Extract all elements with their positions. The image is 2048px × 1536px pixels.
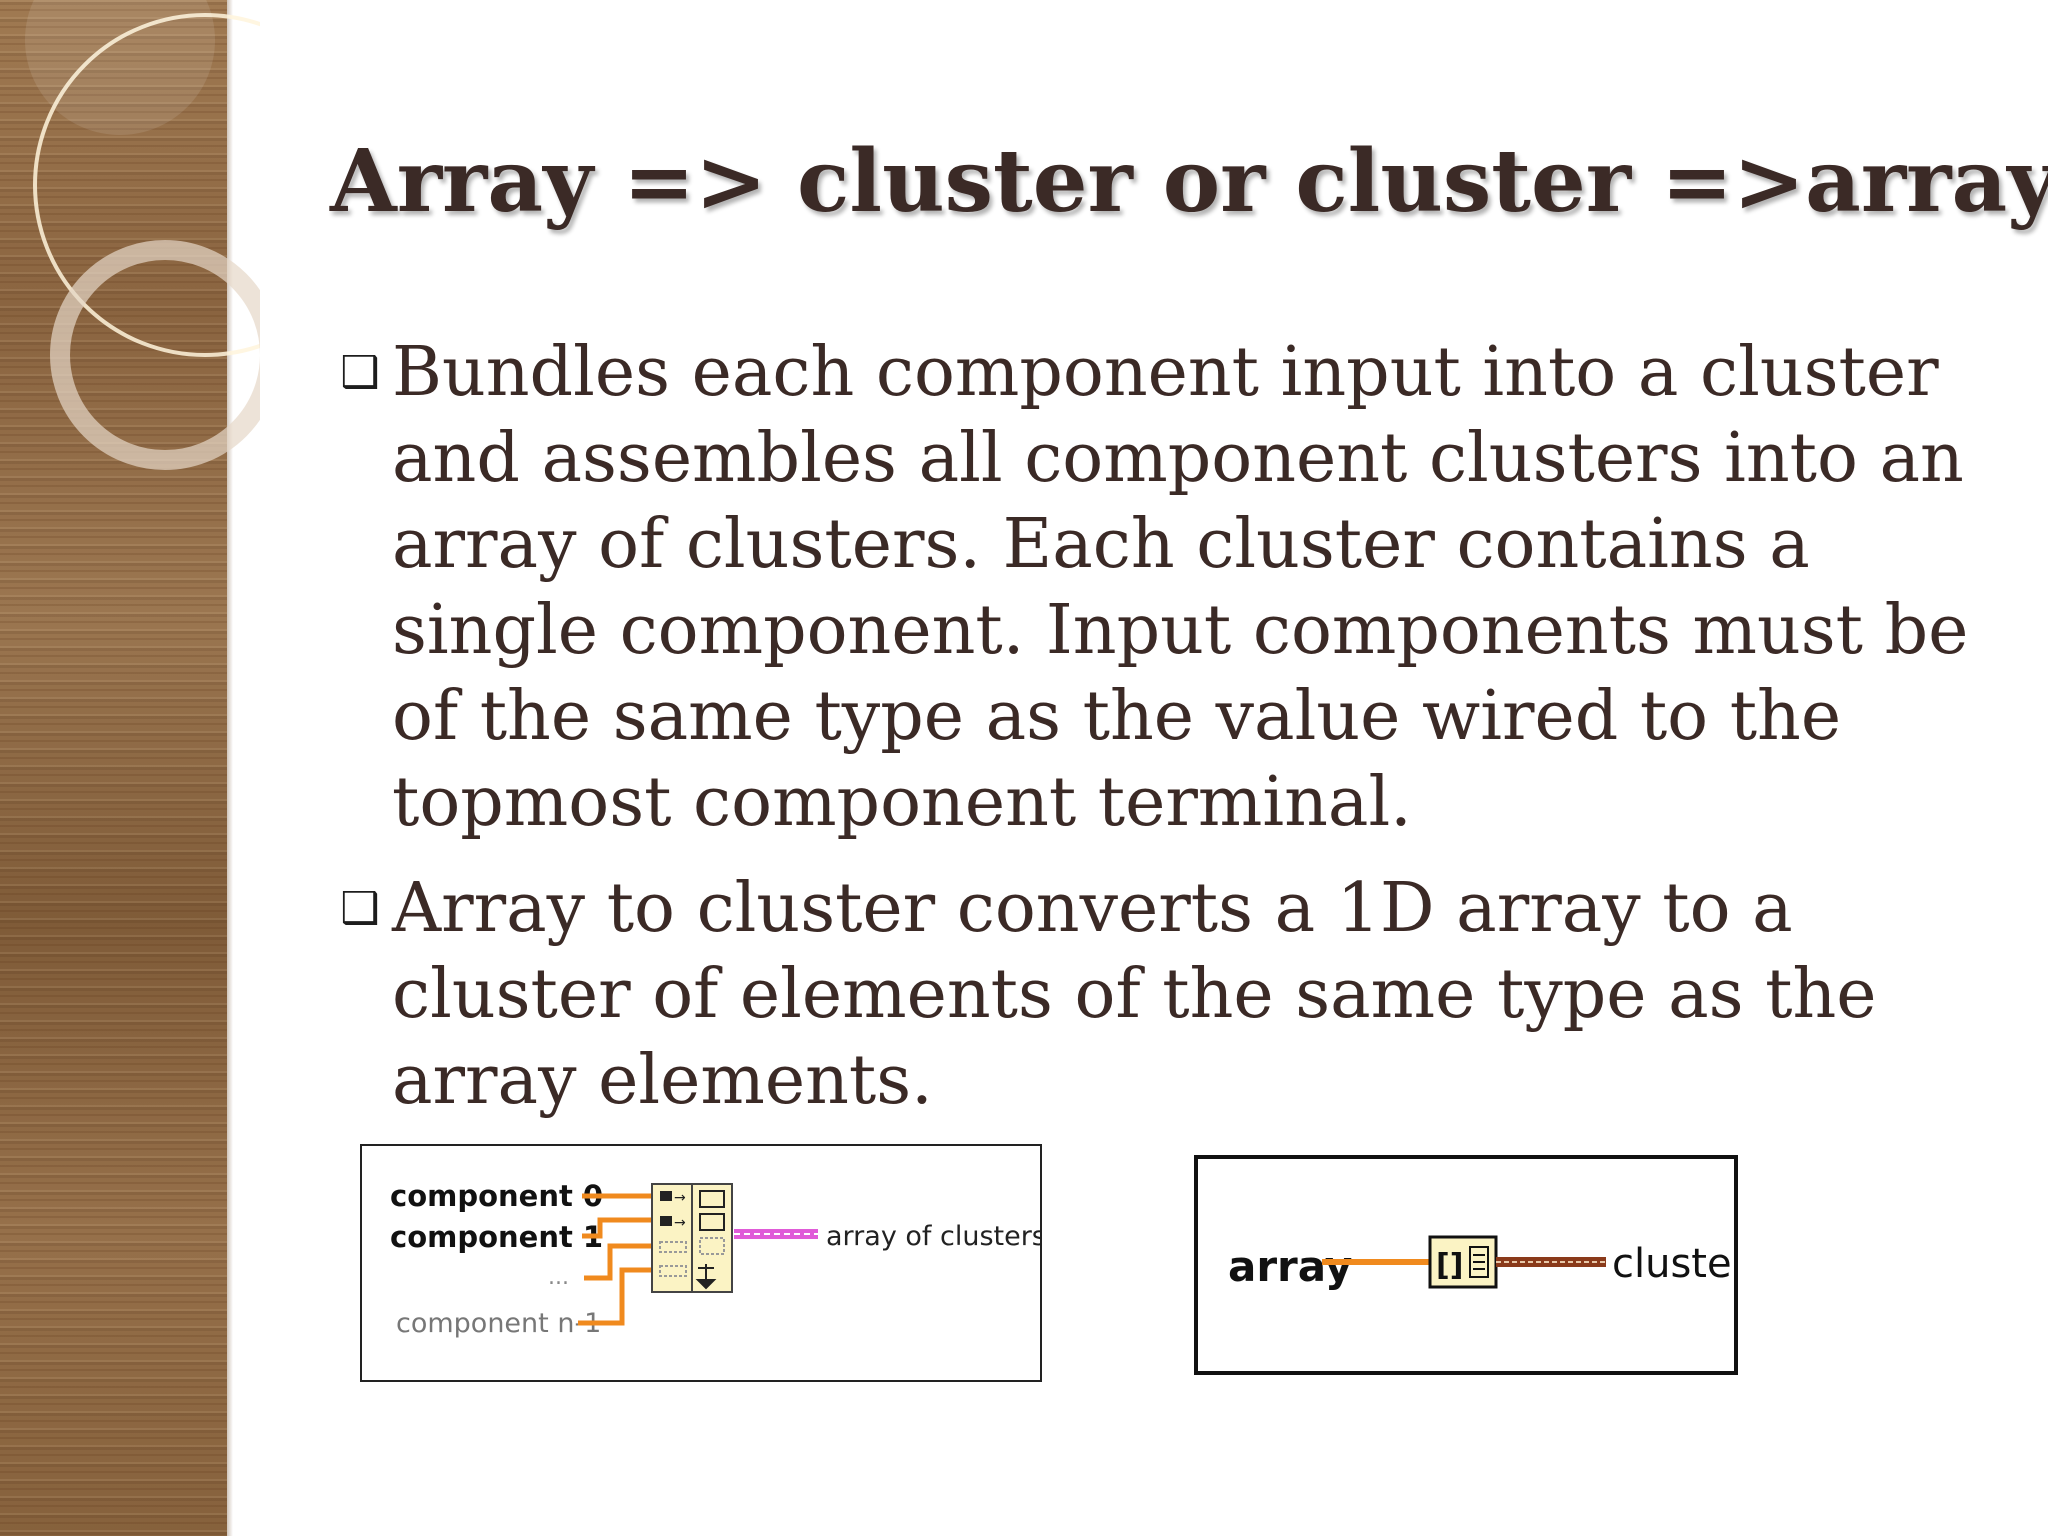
- slide-title: Array => cluster or cluster =>array: [330, 131, 2048, 232]
- bullet-item: ❑ Bundles each component input into a cl…: [330, 330, 2010, 846]
- array-to-cluster-node-icon: []: [1428, 1235, 1498, 1289]
- bullet-text: Bundles each component input into a clus…: [392, 333, 1969, 842]
- decorative-rings: [25, 0, 260, 470]
- bullet-marker-icon: ❑: [340, 347, 380, 398]
- bullet-marker-icon: ❑: [340, 883, 380, 934]
- input-label: component 0: [390, 1179, 603, 1213]
- array-to-cluster-graphic: array [] cluster: [1228, 1235, 1734, 1291]
- build-cluster-array-node-icon: → →: [651, 1183, 733, 1293]
- svg-text:[]: []: [1436, 1248, 1463, 1283]
- ring-large: [33, 13, 260, 357]
- svg-text:→: →: [674, 1190, 686, 1206]
- sidebar-edge-shadow: [227, 0, 233, 1536]
- output-label: array of clusters: [826, 1221, 1040, 1252]
- svg-text:→: →: [674, 1215, 686, 1231]
- bullet-item: ❑ Array to cluster converts a 1D array t…: [330, 866, 2010, 1124]
- input-wire: [578, 1267, 652, 1326]
- ring-small: [50, 240, 260, 470]
- input-label: ...: [548, 1265, 569, 1290]
- input-label: component n-1: [396, 1308, 601, 1339]
- input-wire: [584, 1243, 652, 1281]
- array-to-cluster-diagram: array [] cluster: [1194, 1155, 1738, 1375]
- build-cluster-array-graphic: component 0 component 1 ... component n-…: [390, 1179, 1040, 1339]
- input-label: array: [1228, 1242, 1352, 1291]
- output-label: cluster: [1612, 1241, 1734, 1287]
- build-cluster-array-diagram: component 0 component 1 ... component n-…: [360, 1144, 1042, 1382]
- input-label: component 1: [390, 1220, 603, 1254]
- input-wire: [582, 1217, 652, 1239]
- ring-glow: [25, 0, 215, 135]
- bullet-text: Array to cluster converts a 1D array to …: [392, 869, 1877, 1120]
